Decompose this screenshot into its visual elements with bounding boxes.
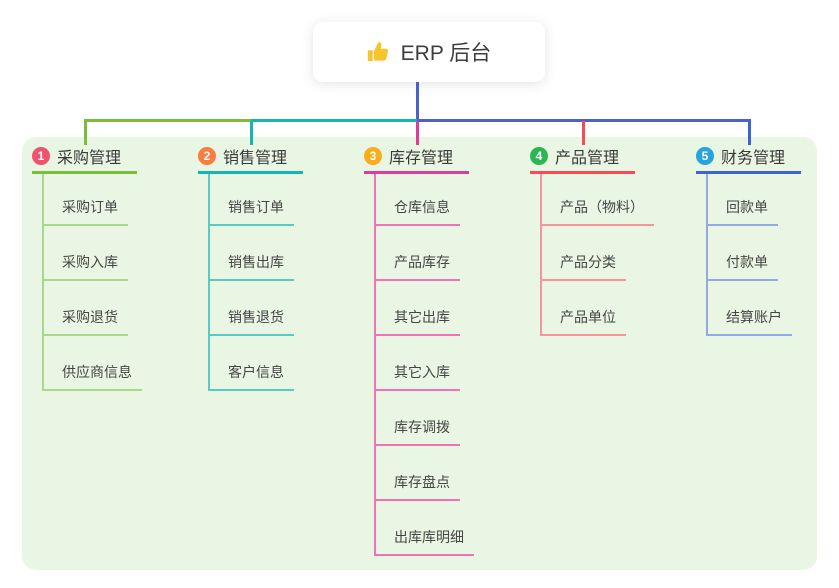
child-node: 库存盘点 <box>374 446 524 501</box>
child-node: 产品单位 <box>540 281 690 336</box>
branch-sales-children: 销售订单 销售出库 销售退货 客户信息 <box>208 174 358 391</box>
child-node: 产品分类 <box>540 226 690 281</box>
branch-label: 销售管理 <box>223 149 288 167</box>
branch-label: 财务管理 <box>721 149 786 167</box>
connector-hbar-mid <box>251 119 417 122</box>
child-label[interactable]: 产品（物料） <box>542 197 654 226</box>
connector-drop-purchase <box>84 121 87 145</box>
branch-product-node[interactable]: 4 产品管理 <box>530 146 635 174</box>
child-label[interactable]: 销售出库 <box>210 252 294 281</box>
branch-purchase-children: 采购订单 采购入库 采购退货 供应商信息 <box>42 174 192 391</box>
child-node: 其它入库 <box>374 336 524 391</box>
child-node: 结算账户 <box>706 281 839 336</box>
child-label[interactable]: 采购退货 <box>44 307 128 336</box>
connector-trunk <box>416 82 419 122</box>
child-label[interactable]: 付款单 <box>708 252 778 281</box>
root-title: ERP 后台 <box>400 42 492 65</box>
branch-sales-node[interactable]: 2 销售管理 <box>198 146 303 174</box>
child-label[interactable]: 出库库明细 <box>376 527 474 556</box>
branch-finance: 5 财务管理 回款单 付款单 结算账户 <box>696 146 839 336</box>
child-label[interactable]: 采购订单 <box>44 197 128 226</box>
child-label[interactable]: 其它出库 <box>376 307 460 336</box>
child-node: 采购订单 <box>42 174 192 226</box>
connector-hbar-left <box>84 119 251 122</box>
connector-drop-finance <box>748 121 751 145</box>
connector-hbar-right <box>417 119 751 122</box>
connector-drop-product <box>582 121 585 145</box>
thumbs-up-icon <box>367 40 391 64</box>
child-label[interactable]: 库存调拨 <box>376 417 460 446</box>
child-node: 仓库信息 <box>374 174 524 226</box>
branch-label: 采购管理 <box>57 149 122 167</box>
child-node: 销售订单 <box>208 174 358 226</box>
branch-label: 产品管理 <box>555 149 620 167</box>
child-node: 客户信息 <box>208 336 358 391</box>
branch-number-badge: 5 <box>696 146 714 165</box>
child-label[interactable]: 其它入库 <box>376 362 460 391</box>
child-node: 库存调拨 <box>374 391 524 446</box>
child-node: 其它出库 <box>374 281 524 336</box>
root-node[interactable]: ERP 后台 <box>313 22 545 82</box>
child-label[interactable]: 结算账户 <box>708 307 792 336</box>
child-node: 销售退货 <box>208 281 358 336</box>
child-label[interactable]: 仓库信息 <box>376 197 460 226</box>
child-label[interactable]: 回款单 <box>708 197 778 226</box>
branch-inventory-children: 仓库信息 产品库存 其它出库 其它入库 库存调拨 库存盘点 出库库明细 <box>374 174 524 556</box>
branch-product: 4 产品管理 产品（物料） 产品分类 产品单位 <box>530 146 690 336</box>
child-node: 销售出库 <box>208 226 358 281</box>
child-node: 付款单 <box>706 226 839 281</box>
child-node: 采购入库 <box>42 226 192 281</box>
branch-inventory: 3 库存管理 仓库信息 产品库存 其它出库 其它入库 库存调拨 库存盘点 出库库… <box>364 146 524 556</box>
branches-panel <box>22 137 817 570</box>
branch-inventory-node[interactable]: 3 库存管理 <box>364 146 469 174</box>
branch-sales: 2 销售管理 销售订单 销售出库 销售退货 客户信息 <box>198 146 358 391</box>
branch-number-badge: 3 <box>364 146 382 165</box>
branch-purchase: 1 采购管理 采购订单 采购入库 采购退货 供应商信息 <box>32 146 192 391</box>
child-node: 供应商信息 <box>42 336 192 391</box>
child-label[interactable]: 采购入库 <box>44 252 128 281</box>
child-label[interactable]: 产品分类 <box>542 252 626 281</box>
branch-number-badge: 4 <box>530 146 548 165</box>
child-label[interactable]: 供应商信息 <box>44 362 142 391</box>
child-label[interactable]: 销售订单 <box>210 197 294 226</box>
branch-finance-node[interactable]: 5 财务管理 <box>696 146 801 174</box>
child-label[interactable]: 客户信息 <box>210 362 294 391</box>
child-node: 产品（物料） <box>540 174 690 226</box>
branch-finance-children: 回款单 付款单 结算账户 <box>706 174 839 336</box>
child-label[interactable]: 产品库存 <box>376 252 460 281</box>
child-label[interactable]: 销售退货 <box>210 307 294 336</box>
branch-number-badge: 1 <box>32 146 50 165</box>
child-node: 回款单 <box>706 174 839 226</box>
branch-purchase-node[interactable]: 1 采购管理 <box>32 146 137 174</box>
branch-label: 库存管理 <box>389 149 454 167</box>
branch-number-badge: 2 <box>198 146 216 165</box>
child-node: 出库库明细 <box>374 501 524 556</box>
child-label[interactable]: 库存盘点 <box>376 472 460 501</box>
connector-drop-inventory <box>416 121 419 145</box>
branch-product-children: 产品（物料） 产品分类 产品单位 <box>540 174 690 336</box>
child-label[interactable]: 产品单位 <box>542 307 626 336</box>
child-node: 采购退货 <box>42 281 192 336</box>
child-node: 产品库存 <box>374 226 524 281</box>
connector-drop-sales <box>250 121 253 145</box>
